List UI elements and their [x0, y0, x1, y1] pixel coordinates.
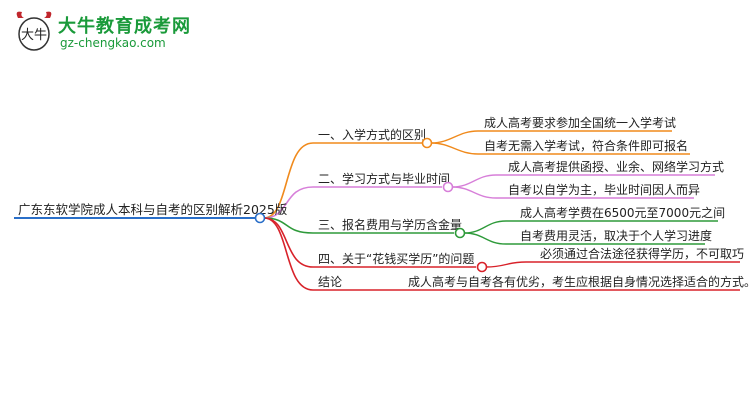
branch-node-label[interactable]: 四、关于“花钱买学历”的问题 [318, 251, 474, 266]
branch-node-toggle[interactable] [442, 181, 454, 193]
branch-node-toggle[interactable] [421, 137, 433, 149]
leaf-node-label[interactable]: 自考费用灵活，取决于个人学习进度 [520, 228, 712, 243]
leaf-connector [485, 261, 527, 268]
site-url: gz-chengkao.com [60, 36, 166, 50]
branch-node-label[interactable]: 三、报名费用与学历含金量 [318, 217, 462, 232]
leaf-node-label[interactable]: 必须通过合法途径获得学历，不可取巧 [540, 246, 744, 261]
leaf-connector [451, 174, 497, 188]
mindmap-nodes: 广东东软学院成人本科与自考的区别解析2025版 一、入学方式的区别 成人高考要求参加… [18, 115, 750, 289]
leaf-connector [430, 130, 479, 144]
branch-node-label[interactable]: 二、学习方式与毕业时间 [318, 171, 450, 186]
svg-text:大牛: 大牛 [21, 28, 47, 43]
leaf-connector [430, 142, 479, 155]
site-logo[interactable]: 大牛 大牛教育成考网 gz-chengkao.com [12, 8, 212, 60]
leaf-node-label[interactable]: 成人高考提供函授、业余、网络学习方式 [508, 159, 724, 174]
leaf-node-label[interactable]: 自考以自学为主，毕业时间因人而异 [508, 182, 700, 197]
mindmap-links [14, 130, 740, 291]
leaf-node-label[interactable]: 成人高考与自考各有优劣，考生应根据自身情况选择适合的方式。 [408, 274, 750, 289]
branch-node-toggle[interactable] [454, 227, 466, 239]
branch-connector [263, 217, 314, 291]
brand-name: 大牛教育成考网 [58, 16, 191, 37]
branch-node-toggle[interactable] [476, 261, 488, 273]
leaf-connector [463, 220, 507, 234]
leaf-node-label[interactable]: 成人高考学费在6500元至7000元之间 [520, 205, 725, 220]
root-node-toggle[interactable] [254, 212, 266, 224]
root-node-label[interactable]: 广东东软学院成人本科与自考的区别解析2025版 [18, 202, 288, 217]
branch-node-label[interactable]: 结论 [318, 275, 342, 289]
leaf-connector [451, 186, 497, 199]
branch-connector [263, 142, 314, 219]
leaf-node-label[interactable]: 自考无需入学考试，符合条件即可报名 [484, 138, 688, 153]
branch-connector [263, 186, 314, 219]
leaf-connector [463, 232, 507, 245]
bull-logo-icon: 大牛 [16, 11, 52, 51]
leaf-node-label[interactable]: 成人高考要求参加全国统一入学考试 [484, 115, 676, 130]
branch-node-label[interactable]: 一、入学方式的区别 [318, 127, 426, 142]
